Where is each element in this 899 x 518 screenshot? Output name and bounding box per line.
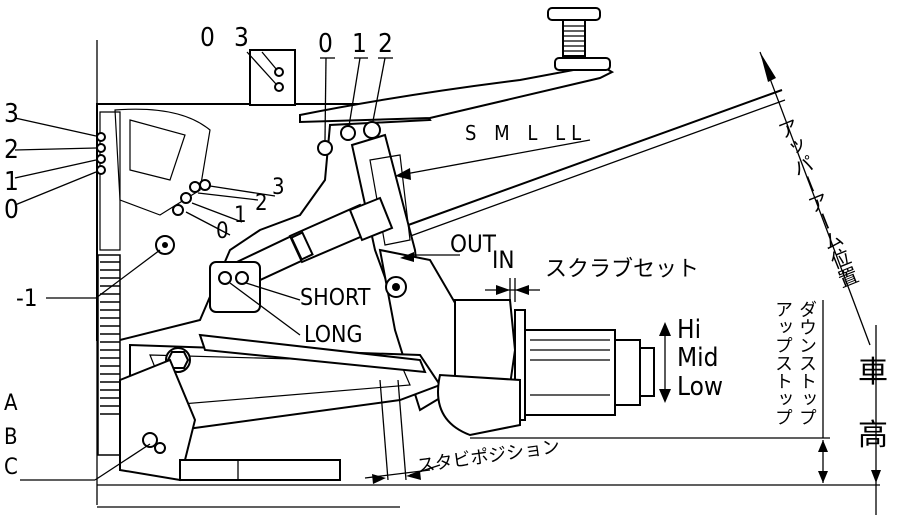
arm-length-label: S M L LL (465, 121, 587, 145)
arc-label-2: 2 (255, 191, 268, 216)
tower-label-2: 2 (4, 135, 19, 165)
mount-leader-0 (246, 51, 277, 85)
ride-height-label-1: 車 (858, 355, 888, 390)
arc-label-1: 1 (234, 203, 247, 228)
height-mid-label: Mid (677, 343, 719, 373)
lower-mount-base (179, 459, 341, 481)
mount-label-3: 3 (234, 23, 249, 53)
adjust-screw (547, 7, 611, 71)
height-hi-label: Hi (677, 315, 701, 345)
short-label: SHORT (300, 285, 371, 311)
mount-label-0: 0 (200, 23, 215, 53)
bulkhead-pocket (129, 119, 186, 181)
bulkhead-inner-outline (114, 108, 211, 216)
in-label: IN (492, 246, 515, 274)
height-arrow (659, 322, 671, 403)
arc-label-0: 0 (216, 219, 229, 244)
long-leader (229, 282, 301, 336)
long-label: LONG (304, 322, 363, 348)
shock-tower-plate (99, 111, 121, 251)
upper-arm-position-leader (759, 51, 871, 346)
spur-gear (97, 254, 121, 456)
shock-lower-leader (95, 249, 161, 299)
upper-arm (299, 63, 615, 124)
mount-hole-lower (274, 82, 284, 92)
letter-a: A (4, 391, 18, 416)
up-stop-label: アップストップ (772, 300, 793, 426)
letter-b: B (4, 425, 18, 450)
mount-leader-3 (261, 51, 278, 71)
height-low-label: Low (677, 372, 723, 402)
tower-label-0: 0 (4, 195, 19, 225)
upper-arm-reference-line (399, 89, 783, 229)
scrub-set-label: スクラブセット (545, 257, 699, 282)
upper-arm-hole-1 (340, 125, 356, 141)
arm-hole-label-1: 1 (352, 29, 367, 59)
arm-hole-leader-1 (348, 57, 361, 127)
shock-tower-leaders (14, 117, 97, 206)
tower-label-3: 3 (4, 99, 19, 129)
shock-arc-holes (172, 179, 211, 216)
upper-arm-hole-0 (317, 140, 333, 156)
abc-block (119, 358, 197, 482)
stab-line-2 (397, 379, 407, 481)
down-stop-label: ダウンストップ (796, 300, 817, 426)
letter-c: C (4, 455, 18, 480)
stab-position-label: スタビポジション (416, 436, 562, 477)
shock-tower-holes (96, 132, 106, 175)
stab-line-1 (379, 379, 389, 481)
wheel-hub (437, 299, 655, 437)
upper-arm-hole-2 (363, 121, 381, 139)
abc-leader (94, 443, 151, 481)
arc-label-3: 3 (272, 175, 285, 200)
short-leader (245, 282, 301, 301)
arm-hole-leader-2 (372, 57, 386, 122)
ride-height-label-2: 高 (858, 418, 888, 453)
upper-arm-reference-line-2 (404, 99, 786, 239)
tower-label-1: 1 (4, 167, 19, 197)
arm-hole-leader-0 (324, 57, 327, 141)
arm-length-leader (399, 139, 591, 176)
arm-hole-label-0: 0 (318, 29, 333, 59)
arm-hole-label-2: 2 (378, 29, 393, 59)
out-label: OUT (450, 230, 497, 258)
shock-low-label: -1 (16, 284, 38, 312)
upper-link (198, 333, 427, 374)
upper-mount-block (249, 49, 296, 106)
